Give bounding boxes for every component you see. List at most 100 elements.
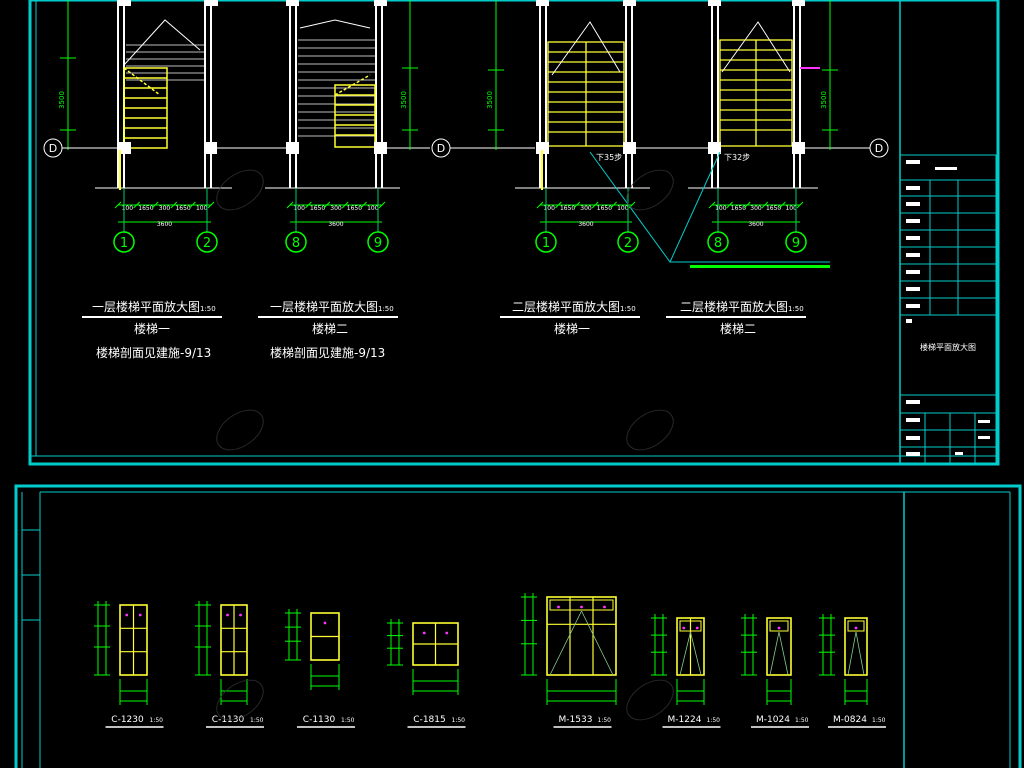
plan-2-dim-3: 1650 [347,205,362,212]
plan-1-stair-flight [123,67,168,149]
plan-2-axis-bubble-1 [367,231,389,253]
plan-2-dim-0: 100 [293,205,305,212]
window-label-1: C-1230 [111,715,144,725]
stair-plan-3: 3500 下35步 [486,0,650,190]
plan-2-title: 一层楼梯平面放大图 [270,299,378,314]
plan-3-subtitle: 楼梯一 [554,321,590,336]
window-label-7: M-1024 [756,715,790,725]
plan-4-total-dim: 3600 [748,221,763,228]
plan-3-down-label: 下35步 [596,153,622,162]
axis-row-label-3: D [875,142,883,155]
window-label-8: M-0824 [833,715,867,725]
window-scale-4: 1:50 [452,717,466,724]
svg-text:3500: 3500 [820,91,828,109]
plan-3-dim-1: 1650 [560,205,575,212]
plan-4-axis-label-0: 8 [714,236,722,251]
plan-2-scale: 1:50 [378,305,394,313]
window-scale-6: 1:50 [707,717,721,724]
window-elevation-3: C-1130 1:50 [285,609,355,728]
plan-4-subtitle: 楼梯二 [720,321,756,336]
plan-2-dim-4: 100 [367,205,379,212]
plan-titles: 一层楼梯平面放大图 1:50 楼梯一 楼梯剖面见建施-9/13 一层楼梯平面放大… [82,299,806,360]
plan-1-title: 一层楼梯平面放大图 [92,299,200,314]
window-label-3: C-1130 [303,715,336,725]
plan-2-total-dim: 3600 [328,221,343,228]
plan-2-title-group: 一层楼梯平面放大图 1:50 楼梯二 楼梯剖面见建施-9/13 [258,299,398,360]
stair-plan-1: 3500 [58,0,232,190]
plan-3-dim-0: 100 [543,205,555,212]
plan-2-subtitle: 楼梯二 [312,321,348,336]
plan-2-note: 楼梯剖面见建施-9/13 [270,345,385,360]
window-elevation-5: M-1533 1:50 [521,593,617,728]
plan-1-dim-3: 1650 [175,205,190,212]
window-elevation-8: M-0824 1:50 [819,614,886,728]
plan-3-axis-bubble-0 [535,231,557,253]
plan-3-dim-4: 100 [617,205,629,212]
plan-1-title-group: 一层楼梯平面放大图 1:50 楼梯一 楼梯剖面见建施-9/13 [82,299,222,360]
plan-3-axis-label-0: 1 [542,236,550,251]
window-scale-2: 1:50 [250,717,264,724]
plan-2-axis-label-0: 8 [292,236,300,251]
plan-4-title-group: 二层楼梯平面放大图 1:50 楼梯二 [666,299,806,336]
window-elevation-4: C-1815 1:50 [387,619,466,728]
top-sheet-frame [28,0,1000,466]
plan-2-dim-1: 1650 [310,205,325,212]
svg-text:3500: 3500 [400,91,408,109]
plan-4-axis-bubble-1 [785,231,807,253]
plan-1-dim-2: 300 [159,205,171,212]
plan-1-axis-bubble-0 [113,231,135,253]
bottom-sheet-frame [14,484,1022,768]
plan-1-subtitle: 楼梯一 [134,321,170,336]
axis-row-label-2: D [437,142,445,155]
plan-4-axis-label-1: 9 [792,236,800,251]
window-scale-8: 1:50 [872,717,886,724]
plan-1-note: 楼梯剖面见建施-9/13 [96,345,211,360]
window-elevation-1: C-1230 1:50 [94,601,164,728]
plan-4-scale: 1:50 [788,305,804,313]
plan-3-total-dim: 3600 [578,221,593,228]
window-scale-5: 1:50 [598,717,612,724]
plan-3-title-group: 二层楼梯平面放大图 1:50 楼梯一 [500,299,640,336]
plan-1-walls [95,0,232,189]
svg-text:3500: 3500 [486,91,494,109]
plan-1-left-dim [60,0,76,150]
axis-row-label-1: D [49,142,57,155]
plan-1-dim-1: 1650 [138,205,153,212]
axis-row-markers [43,138,889,158]
plan-1-dim-0: 100 [122,205,134,212]
svg-text:3500: 3500 [58,91,66,109]
window-scale-3: 1:50 [341,717,355,724]
plan-1-axis-bubble-1 [196,231,218,253]
stair-plan-2: 3500 [265,0,418,189]
plan-3-dim-2: 300 [580,205,592,212]
plan-3-dim-3: 1650 [597,205,612,212]
watermark [216,169,674,721]
plan-2-axis-bubble-0 [285,231,307,253]
plan-4-axis-bubble-0 [707,231,729,253]
plan-3-axis-bubble-1 [617,231,639,253]
plan-4-title: 二层楼梯平面放大图 [680,299,788,314]
window-label-4: C-1815 [413,715,445,725]
title-block-drawing-name: 楼梯平面放大图 [920,342,976,352]
window-scale-1: 1:50 [150,717,164,724]
plan-1-axis-label-1: 2 [203,236,211,251]
plan-1-stair-treads [126,44,204,81]
plan-4-dim-3: 1650 [766,205,781,212]
plan-3-title: 二层楼梯平面放大图 [512,299,620,314]
window-label-5: M-1533 [559,715,593,725]
plan-4-dim-4: 100 [785,205,797,212]
plan-footers: 100 1650 300 1650 100 3600 1 2 100 1650 300 1650 100… [113,188,807,253]
plan-1-scale: 1:50 [200,305,216,313]
plan-1-axis-label-0: 1 [120,236,128,251]
title-block-marks [906,160,990,456]
plan-4-dim-0: 100 [715,205,727,212]
